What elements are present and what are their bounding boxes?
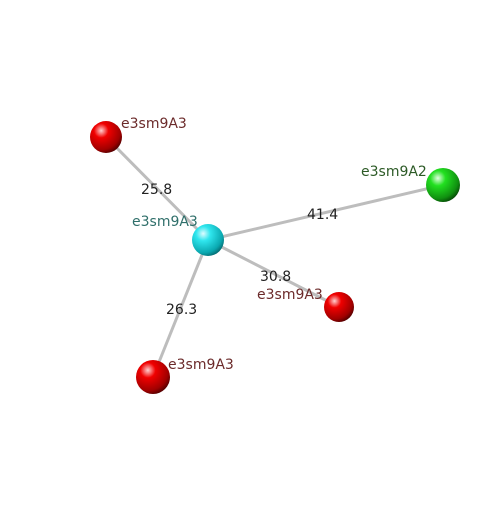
- atom-label-4: e3sm9A3: [168, 357, 234, 373]
- atom-label-1: e3sm9A3: [121, 116, 187, 132]
- atom-neighbor-1: [90, 121, 122, 153]
- bonds: [104, 135, 444, 378]
- atom-labels: e3sm9A3 e3sm9A3 e3sm9A2 e3sm9A3 e3sm9A3: [121, 116, 427, 373]
- atoms: [90, 121, 460, 394]
- distance-label-3: 30.8: [260, 269, 291, 285]
- distance-label-4: 26.3: [166, 302, 197, 318]
- atom-neighbor-2: [426, 168, 460, 202]
- atom-neighbor-3: [324, 292, 354, 322]
- bond-2: [207, 183, 444, 242]
- bond-3: [207, 238, 340, 309]
- atom-neighbor-4: [136, 360, 170, 394]
- bond-4: [151, 239, 210, 378]
- bond-1: [104, 135, 210, 242]
- distance-label-2: 41.4: [307, 207, 338, 223]
- distance-label-1: 25.8: [141, 182, 172, 198]
- atom-label-center: e3sm9A3: [132, 214, 198, 230]
- atom-label-3: e3sm9A3: [257, 287, 323, 303]
- atom-label-2: e3sm9A2: [361, 164, 427, 180]
- atom-center: [192, 224, 224, 256]
- distance-labels: 25.8 41.4 30.8 26.3: [141, 182, 338, 318]
